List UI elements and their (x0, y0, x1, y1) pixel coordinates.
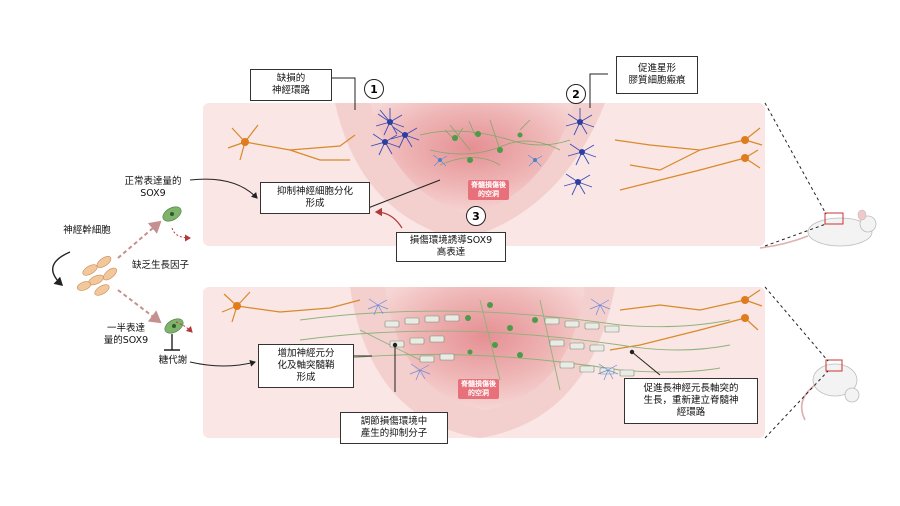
mouse-bottom-icon (800, 359, 860, 421)
astrocyte (382, 139, 388, 145)
label-nsc: 神經幹細胞 (63, 225, 111, 236)
neuron-soma (233, 302, 241, 310)
neuron-soma (741, 154, 749, 162)
astrocyte (575, 179, 581, 185)
red-arrow-to-inhibit (374, 207, 403, 229)
badge-2: 2 (566, 84, 586, 104)
microglia-top (432, 154, 543, 167)
connector-dot (629, 349, 635, 355)
nsc-cells-top (452, 131, 523, 163)
neuron-soma (741, 314, 749, 322)
arrow-normal-to-inhibit (189, 178, 258, 199)
box-increase-neuron: 增加神經元分 化及軸突髓鞘 形成 (258, 344, 354, 388)
astrocyte (402, 132, 408, 138)
self-renew-arrow (52, 251, 71, 286)
zoom-line (764, 223, 827, 247)
axon-fibers-top (419, 119, 571, 166)
box-inhibit-diff: 抑制神經細胞分化 形成 (260, 182, 370, 214)
inhibit-symbol (164, 334, 180, 351)
line-inhibit-to-cells (367, 179, 441, 209)
nsc-green-bottom-icon (164, 318, 184, 334)
microglia (533, 158, 537, 162)
cavity-label-bottom: 脊髓損傷後 的空洞 (458, 379, 499, 399)
line-scar (589, 73, 608, 108)
red-dotted-arrow (171, 227, 191, 242)
cavity-label-top: 脊髓損傷後 的空洞 (468, 180, 509, 200)
line-damaged (330, 77, 356, 110)
neuron-soma (741, 136, 749, 144)
astrocyte (579, 149, 585, 155)
box-astro-scar: 促進星形 膠質細胞瘢痕 (616, 56, 698, 94)
zoom-line (764, 286, 829, 362)
nsc-cluster-icon (76, 256, 117, 296)
badge-3: 3 (466, 206, 486, 226)
myelin-segments (384, 314, 635, 377)
microglia (438, 158, 442, 162)
neuron-soma (741, 296, 749, 304)
neuron-left-bottom (221, 291, 361, 323)
box-promote-axon: 促進長神經元長軸突的 生長，重新建立脊髓神 經環路 (624, 378, 758, 424)
astrocyte-cluster-right (563, 108, 597, 196)
connector-dot (392, 342, 398, 348)
neurons-bottom-center (465, 302, 538, 358)
zoom-line (764, 370, 829, 439)
arrow-half-to-increase (189, 359, 256, 367)
box-regulate-inhib: 調節損傷環境中 產生的抑制分子 (340, 412, 448, 444)
nsc-green-top-icon (162, 206, 182, 222)
box-damaged-circuit: 缺損的 神經環路 (250, 69, 332, 101)
label-metabolism: 糖代謝 (158, 355, 188, 366)
astrocyte (387, 119, 393, 125)
label-lack-growth: 缺乏生長因子 (132, 260, 190, 271)
label-half-sox9: 一半表達 量的SOX9 (103, 323, 149, 346)
mouse-top-icon (759, 209, 877, 249)
astrocyte-cluster-left (370, 108, 420, 156)
astrocytes-bottom (367, 298, 619, 381)
badge-1: 1 (364, 79, 384, 99)
zoom-line (764, 102, 827, 215)
neuron-right-top (614, 127, 763, 191)
neuron-right-bottom (609, 289, 763, 351)
neuron-soma (241, 138, 249, 146)
astrocyte (577, 119, 583, 125)
box-injury-sox9: 損傷環境誘導SOX9 高表達 (396, 232, 506, 262)
line-promote (631, 351, 661, 376)
label-normal-sox9: 正常表達量的 SOX9 (124, 176, 182, 199)
pink-arrow-down (117, 289, 162, 324)
pink-arrow-up (117, 220, 162, 259)
red-dotted-arrow (175, 321, 193, 333)
neuron-left-top (227, 124, 356, 161)
